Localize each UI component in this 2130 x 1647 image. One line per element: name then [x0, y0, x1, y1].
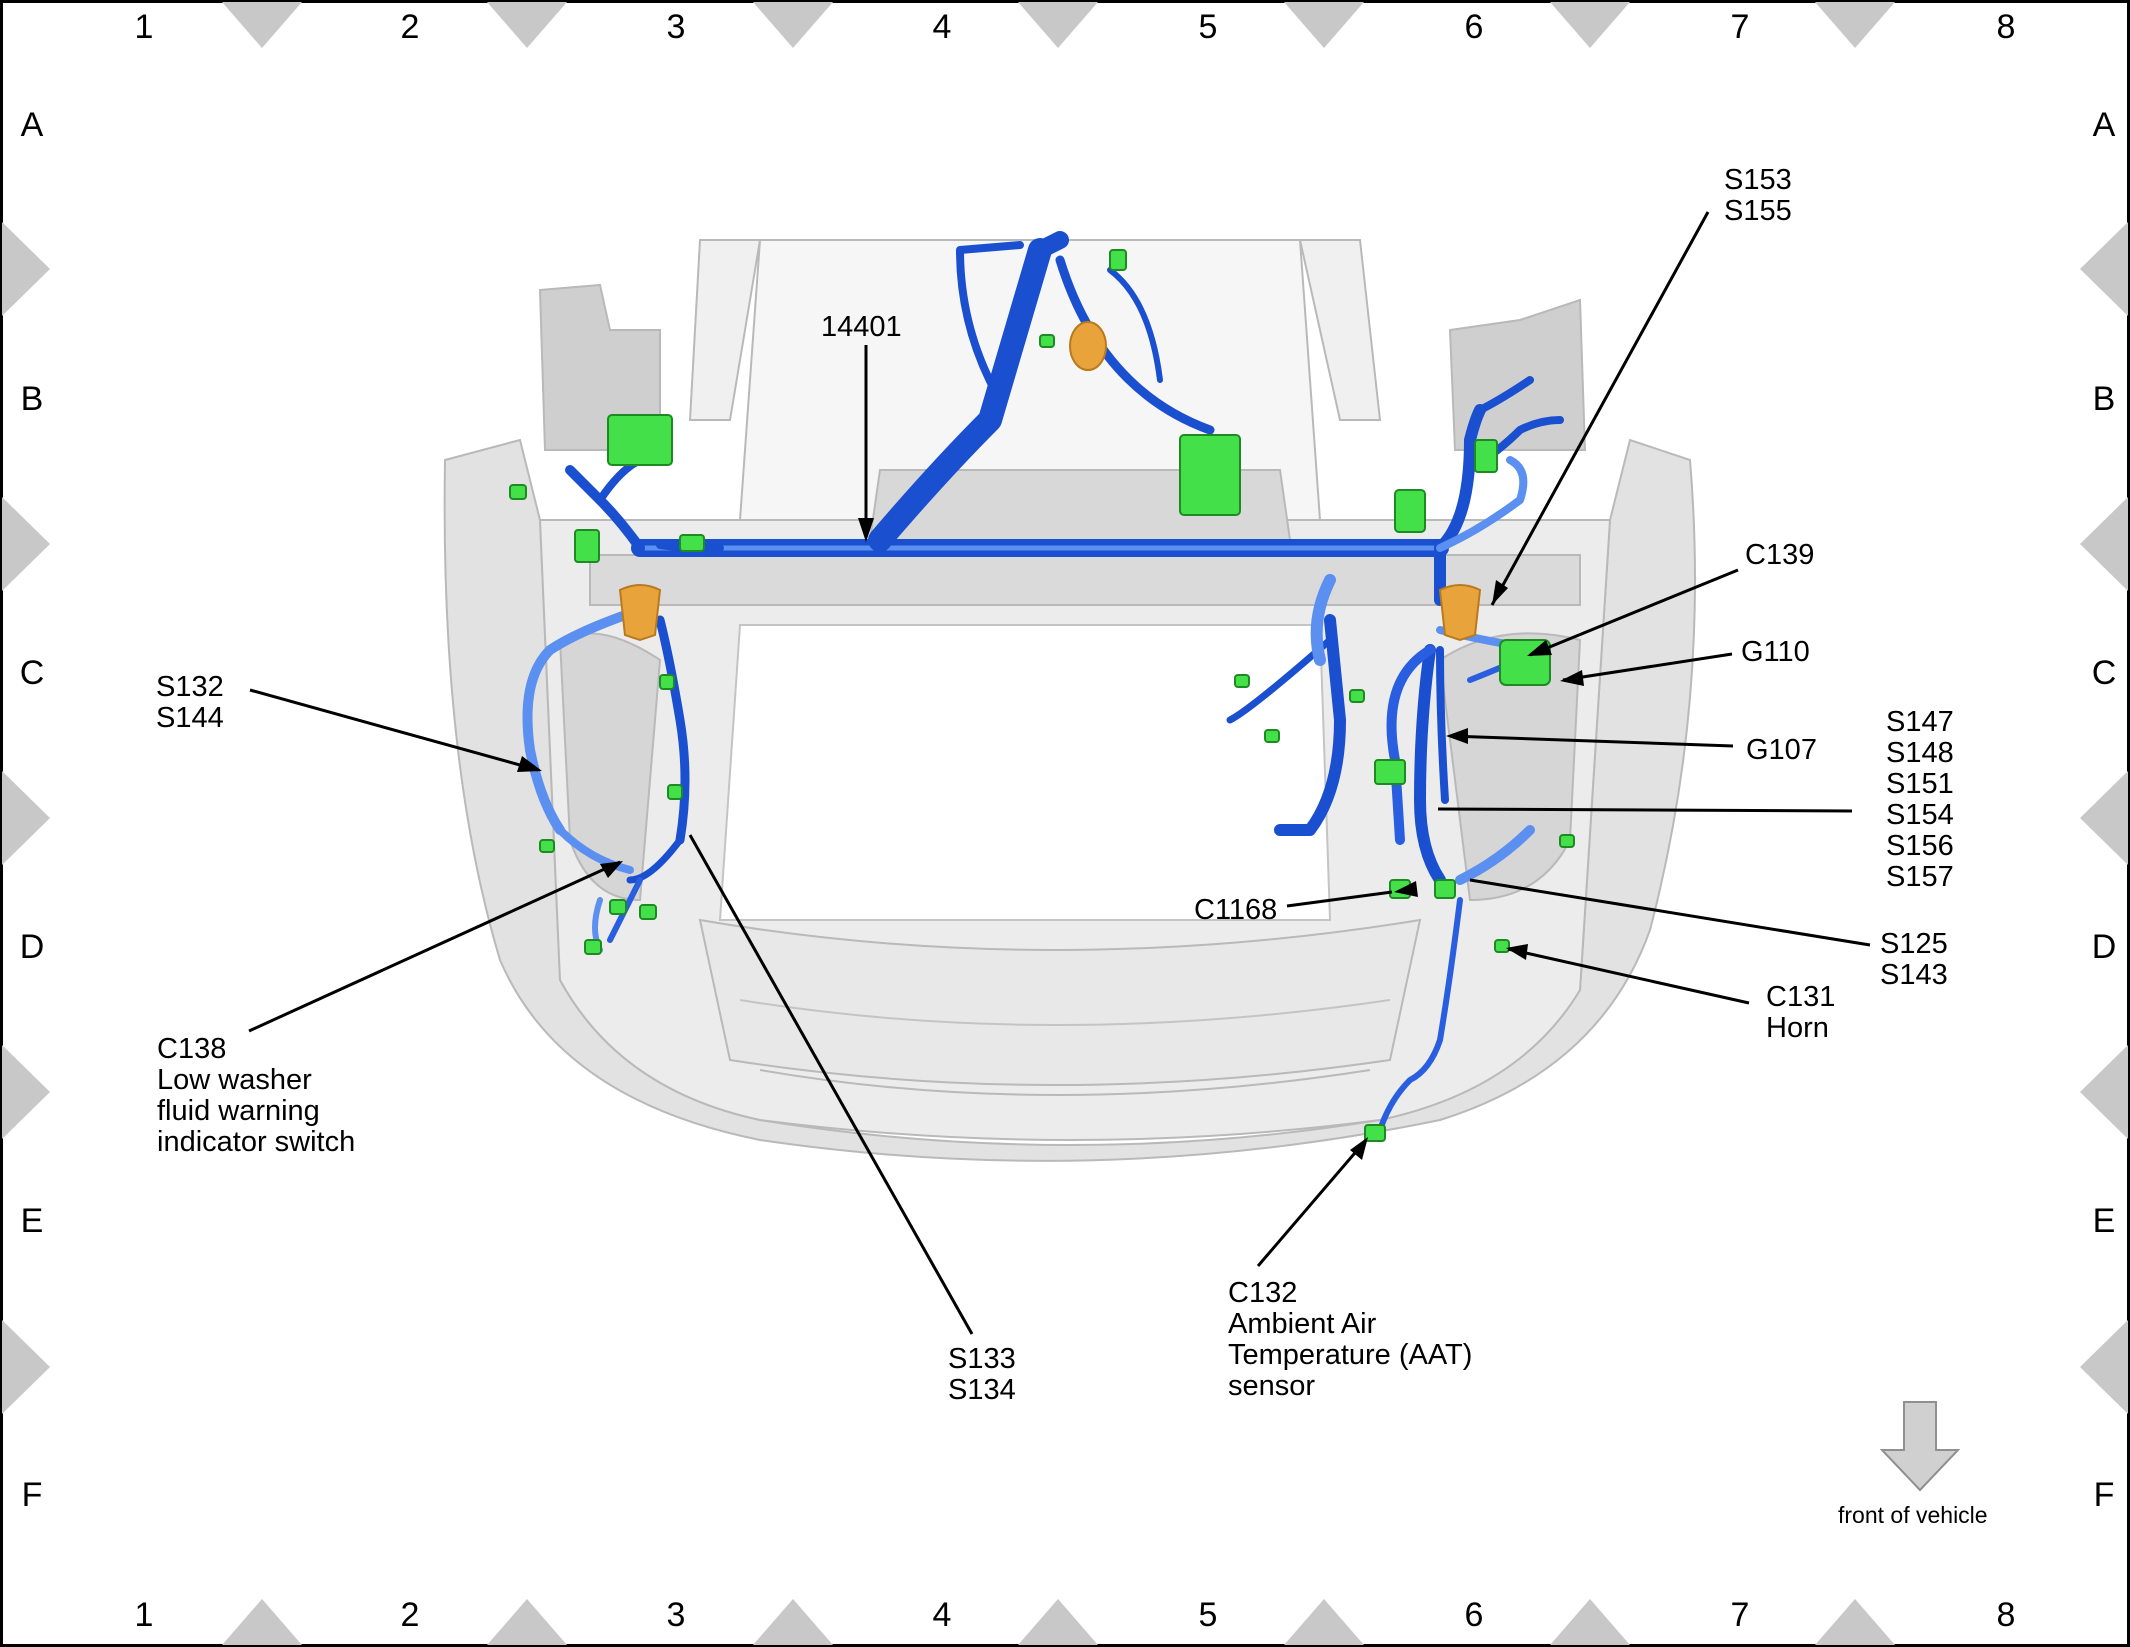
callout-14401: 14401	[821, 311, 902, 343]
bottom-zone-markers	[222, 1599, 1895, 1645]
col-label-6: 6	[1464, 1596, 1484, 1634]
harness-connectors	[509, 249, 1575, 1142]
row-label-d: D	[19, 928, 45, 966]
callout-c138-washer-switch: C138 Low washer fluid warning indicator …	[157, 1033, 356, 1158]
col-label-3: 3	[666, 1596, 686, 1634]
callout-s133-s134: S133 S134	[948, 1343, 1016, 1406]
down-arrow-icon	[1879, 1401, 1961, 1492]
row-label-f: F	[2093, 1476, 2115, 1514]
col-label-1: 1	[134, 8, 154, 46]
wire-harness	[522, 231, 1564, 1133]
callout-c1168: C1168	[1194, 894, 1278, 926]
col-label-5: 5	[1198, 8, 1218, 46]
col-label-1: 1	[134, 1596, 154, 1634]
col-label-7: 7	[1730, 1596, 1750, 1634]
row-label-f: F	[21, 1476, 43, 1514]
col-label-3: 3	[666, 8, 686, 46]
row-label-d: D	[2091, 928, 2117, 966]
col-label-8: 8	[1996, 8, 2016, 46]
callout-c132-aat-sensor: C132 Ambient Air Temperature (AAT) senso…	[1228, 1277, 1473, 1402]
row-label-c: C	[2091, 654, 2117, 692]
right-zone-markers	[2080, 222, 2128, 1414]
callout-g107: G107	[1746, 734, 1817, 766]
col-label-5: 5	[1198, 1596, 1218, 1634]
row-label-b: B	[2092, 380, 2116, 418]
callout-s132-s144: S132 S144	[156, 671, 224, 734]
vehicle-front-body	[443, 239, 1696, 1162]
front-of-vehicle-label: front of vehicle	[1838, 1502, 1988, 1528]
row-label-a: A	[20, 106, 44, 144]
callout-c131-horn: C131 Horn	[1766, 981, 1836, 1044]
col-label-7: 7	[1730, 8, 1750, 46]
callout-s147-group: S147 S148 S151 S154 S156 S157	[1886, 706, 1954, 893]
row-label-c: C	[19, 654, 45, 692]
leader-arrowheads	[517, 518, 1584, 1160]
splice-clips	[618, 321, 1482, 642]
row-label-e: E	[20, 1202, 44, 1240]
callout-s125-s143: S125 S143	[1880, 928, 1948, 991]
row-label-a: A	[2092, 106, 2116, 144]
left-zone-markers	[2, 222, 50, 1414]
row-label-b: B	[20, 380, 44, 418]
callout-s153-s155: S153 S155	[1724, 164, 1792, 227]
row-label-e: E	[2092, 1202, 2116, 1240]
col-label-4: 4	[932, 8, 952, 46]
callout-c139: C139	[1745, 539, 1815, 571]
leader-lines	[248, 211, 1871, 1335]
col-label-6: 6	[1464, 8, 1484, 46]
col-label-4: 4	[932, 1596, 952, 1634]
col-label-2: 2	[400, 1596, 420, 1634]
col-label-8: 8	[1996, 1596, 2016, 1634]
col-label-2: 2	[400, 8, 420, 46]
callout-g110: G110	[1741, 636, 1810, 668]
top-zone-markers	[222, 2, 1895, 48]
